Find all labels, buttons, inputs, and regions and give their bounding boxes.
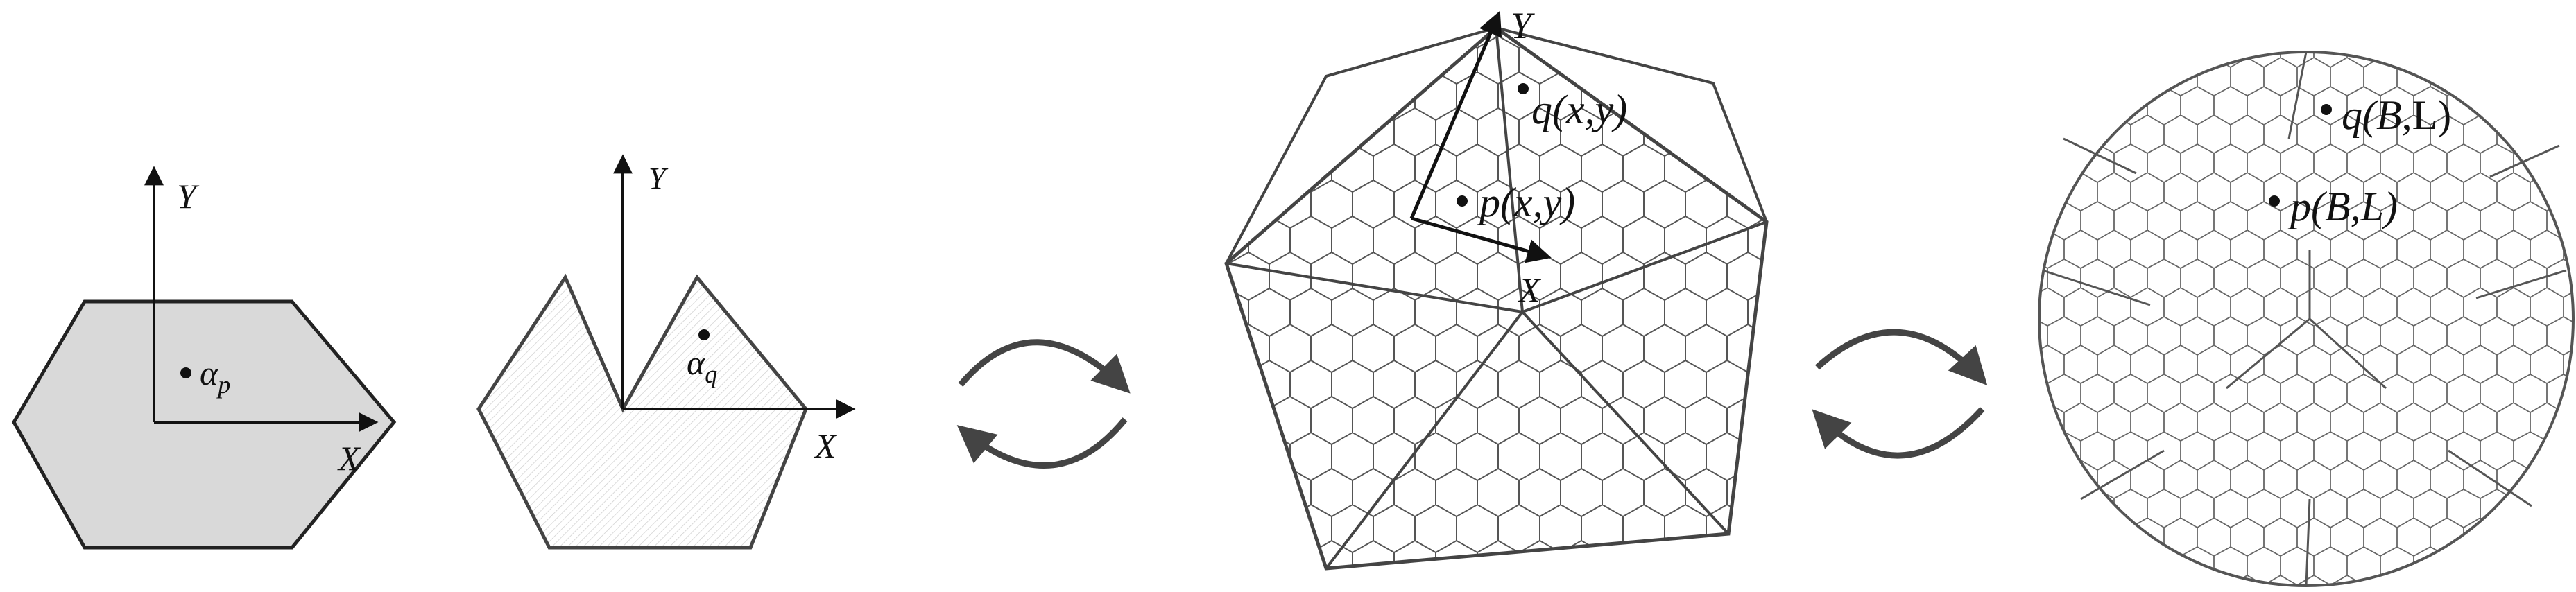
y-axis-arrow — [1409, 10, 1502, 219]
point-alpha-p-label: αp — [200, 354, 230, 399]
point-alpha-q-marker — [698, 329, 710, 340]
x-axis-arrow — [1411, 216, 1552, 263]
point-q-label: q(x,y) — [1531, 87, 1627, 132]
y-axis-label: Y — [1511, 5, 1535, 46]
x-axis-label: X — [1518, 270, 1542, 309]
unfolded-hexagon-panel: Y X αq — [476, 154, 856, 550]
x-axis-label: X — [337, 439, 361, 478]
y-axis-label: Y — [649, 162, 669, 195]
polyhedron-face-edges — [1225, 26, 1768, 570]
point-p-label: p(x,y) — [1477, 180, 1575, 225]
point-p-marker — [2269, 195, 2280, 207]
lower-curved-arrow — [956, 417, 1128, 469]
point-q-marker — [2321, 104, 2332, 115]
polyhedron-outline — [1224, 25, 1769, 571]
sphere-panel: q(B,L) p(B,L) — [2038, 51, 2575, 587]
hexagon-panel: Y X αp — [12, 166, 397, 550]
y-axis-label: Y — [177, 177, 200, 216]
point-q-marker — [1518, 83, 1529, 94]
point-alpha-p-marker — [180, 367, 191, 378]
polyhedron-panel: Y X q(x,y) p(x,y) — [1224, 5, 1769, 571]
lower-curved-arrow — [1812, 406, 1985, 459]
sphere-seam-lines — [2042, 51, 2567, 586]
point-p-marker — [1457, 195, 1468, 207]
x-axis-label: X — [814, 426, 838, 465]
point-q-label: q(B,L) — [2342, 92, 2451, 138]
transform-arrows-2 — [1812, 329, 1988, 459]
point-p-label: p(B,L) — [2287, 184, 2398, 229]
unfolded-hexagon-shape — [476, 273, 808, 550]
upper-curved-arrow — [1814, 329, 1988, 385]
transform-arrows-1 — [956, 339, 1131, 469]
hexagon-cell — [12, 299, 397, 550]
upper-curved-arrow — [958, 339, 1131, 394]
point-alpha-q-label: αq — [687, 343, 717, 388]
